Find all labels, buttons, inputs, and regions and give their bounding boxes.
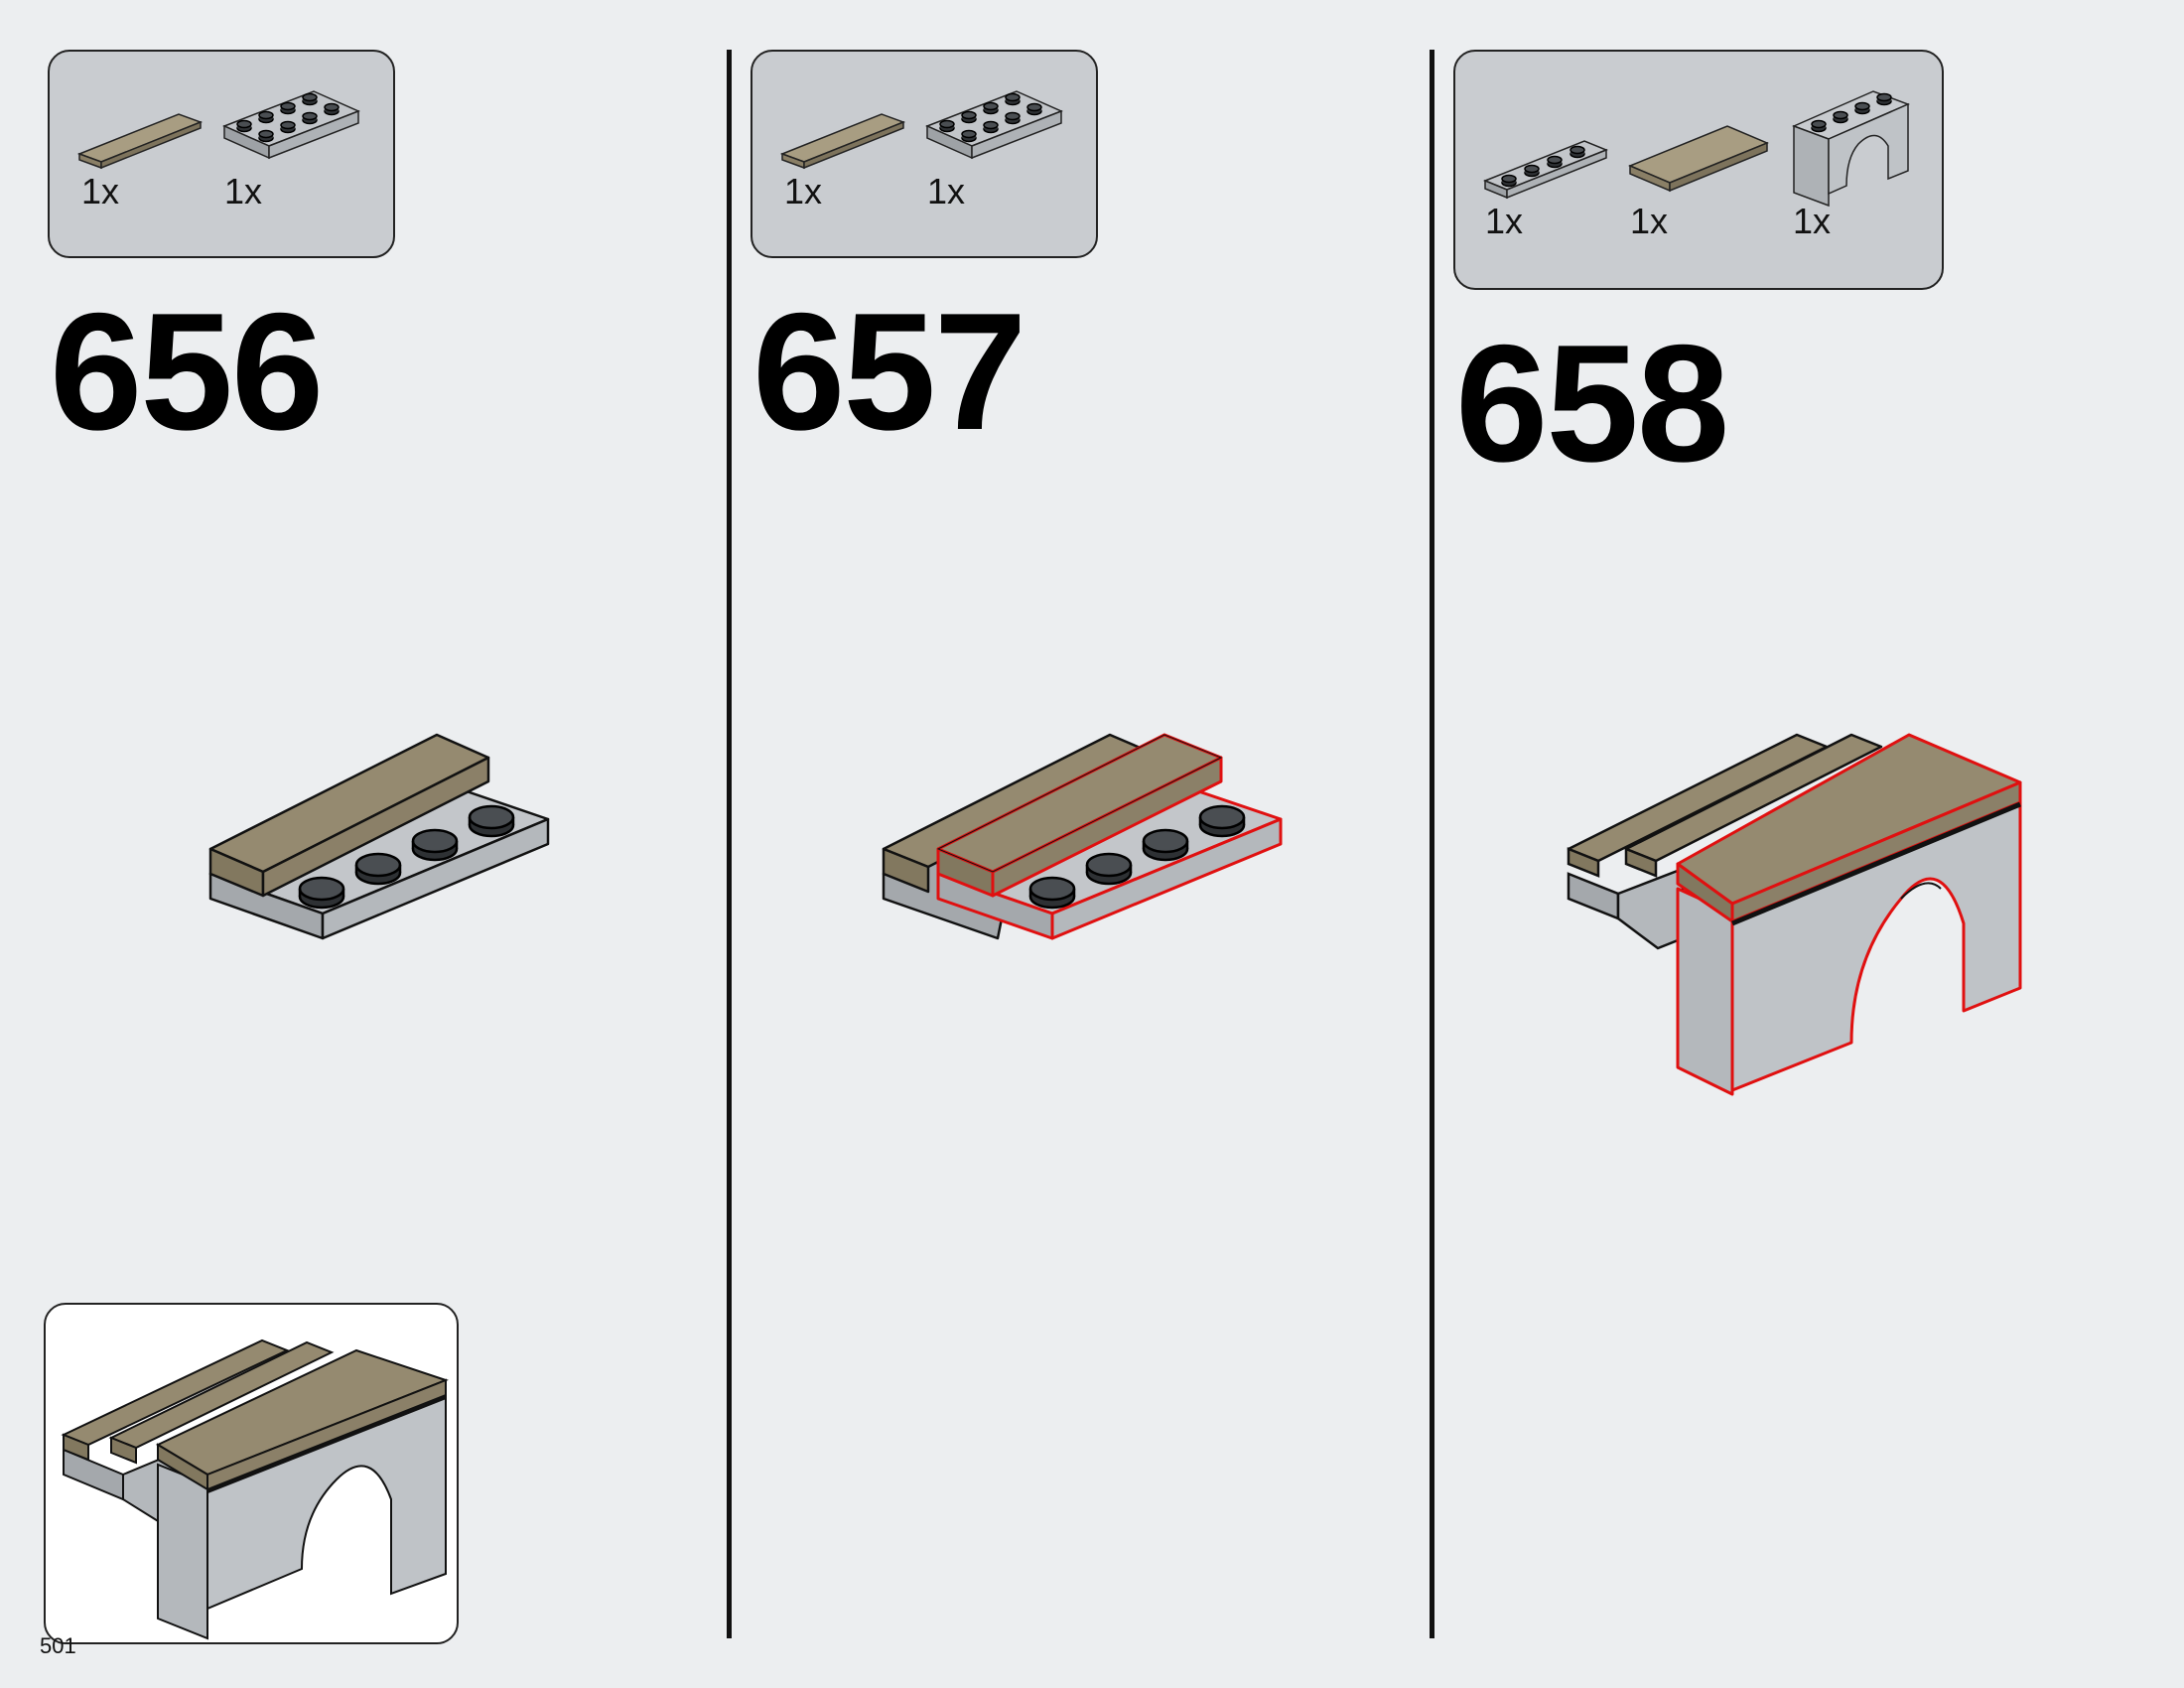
assembled-arch-model	[61, 1338, 449, 1640]
column-divider-2	[1430, 50, 1434, 1638]
part-qty: 1x	[224, 171, 263, 211]
gray-plate-1x4-icon	[1483, 140, 1608, 200]
part-qty: 1x	[1793, 201, 1832, 241]
part-qty: 1x	[1630, 201, 1669, 241]
gray-arch-1x4-icon	[1791, 90, 1911, 208]
callout-assembled-model	[44, 1303, 459, 1644]
parts-list-657: 1x 1x	[751, 50, 1098, 258]
part-qty: 1x	[784, 171, 823, 211]
column-divider-1	[727, 50, 732, 1638]
page-number: 501	[40, 1633, 76, 1658]
gray-plate-2x4-icon	[222, 90, 360, 160]
step-656-model	[208, 733, 550, 940]
tan-tile-1x4-icon	[76, 113, 204, 170]
tan-tile-2x4-icon	[1628, 125, 1769, 193]
parts-list-658: 1x 1x 1x	[1453, 50, 1944, 290]
tan-tile-1x4-icon	[779, 113, 906, 170]
step-number-657: 657	[752, 278, 1026, 465]
step-number-656: 656	[50, 278, 324, 465]
parts-list-656: 1x 1x	[48, 50, 395, 258]
step-657-model	[882, 733, 1283, 940]
part-qty: 1x	[1485, 201, 1524, 241]
part-qty: 1x	[81, 171, 120, 211]
step-658-model	[1567, 733, 2022, 1096]
step-number-658: 658	[1455, 310, 1729, 496]
part-qty: 1x	[927, 171, 966, 211]
gray-plate-2x4-icon	[925, 90, 1063, 160]
